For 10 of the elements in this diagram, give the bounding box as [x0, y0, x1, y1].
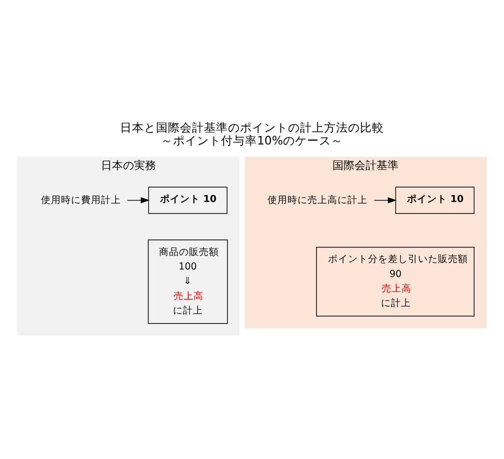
node-box: ポイント 10 — [395, 186, 474, 214]
node-text: 使用時に売上高に計上 — [268, 194, 368, 206]
node-box: 商品の販売額 100 ⇓ 売上高 に計上 — [148, 239, 228, 324]
node-box: ポイント 10 — [148, 186, 228, 214]
node-box: ポイント分を差し引いた販売額 90 売上高 に計上 — [316, 246, 474, 316]
diagram-title: 日本と国際会計基準のポイントの計上方法の比較 — [120, 120, 384, 134]
node-text: 使用時に費用計上 — [41, 194, 122, 206]
arrow — [374, 196, 397, 203]
caption: ～ポイント付与率10%のケース～ — [160, 132, 344, 147]
arrow — [127, 196, 150, 203]
